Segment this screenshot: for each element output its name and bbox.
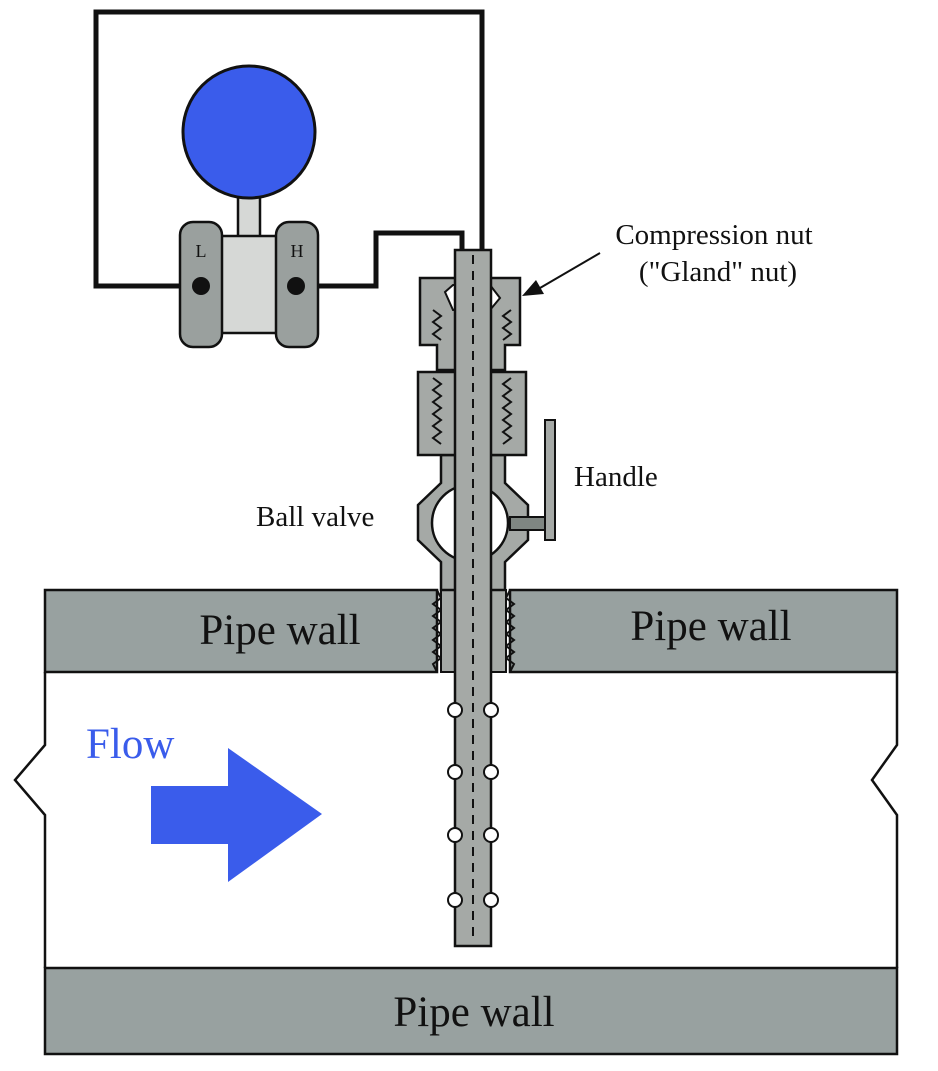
handle-label: Handle [574, 461, 658, 493]
impulse-line-low [93, 9, 485, 289]
impulse-line-high [296, 230, 465, 289]
high-port-connection [287, 277, 305, 295]
pipe-wall-top-right [508, 588, 899, 674]
transmitter-body [218, 234, 282, 335]
pipe-wall-top-left [43, 588, 439, 674]
probe-sensing-holes [447, 702, 499, 908]
pipe-wall-left-label: Pipe wall [199, 607, 360, 654]
low-port-label: L [196, 241, 207, 261]
pipe-interior-outline [13, 672, 899, 968]
valve-handle [544, 419, 556, 541]
high-port-label: H [291, 241, 304, 261]
wall-fitting-threads [431, 589, 516, 673]
compression-nut-callout-line [539, 252, 601, 289]
transmitter-diaphragm-housing [181, 64, 317, 200]
pipe-wall-bottom-label: Pipe wall [393, 989, 554, 1036]
compression-nut-label: Compression nut [615, 219, 812, 251]
pipe-wall-bottom [43, 966, 899, 1056]
gland-nut-label: ("Gland" nut) [639, 256, 797, 288]
compression-nut-threads [431, 309, 513, 341]
ball-valve-label: Ball valve [256, 501, 374, 533]
compression-nut-callout-arrowhead [522, 280, 544, 296]
low-port-connection [192, 277, 210, 295]
pipe-wall-right-label: Pipe wall [630, 603, 791, 650]
valve-stem [509, 516, 547, 531]
gland-fitting-threads [431, 377, 513, 445]
flow-arrow [151, 748, 322, 882]
flow-label: Flow [86, 721, 174, 768]
